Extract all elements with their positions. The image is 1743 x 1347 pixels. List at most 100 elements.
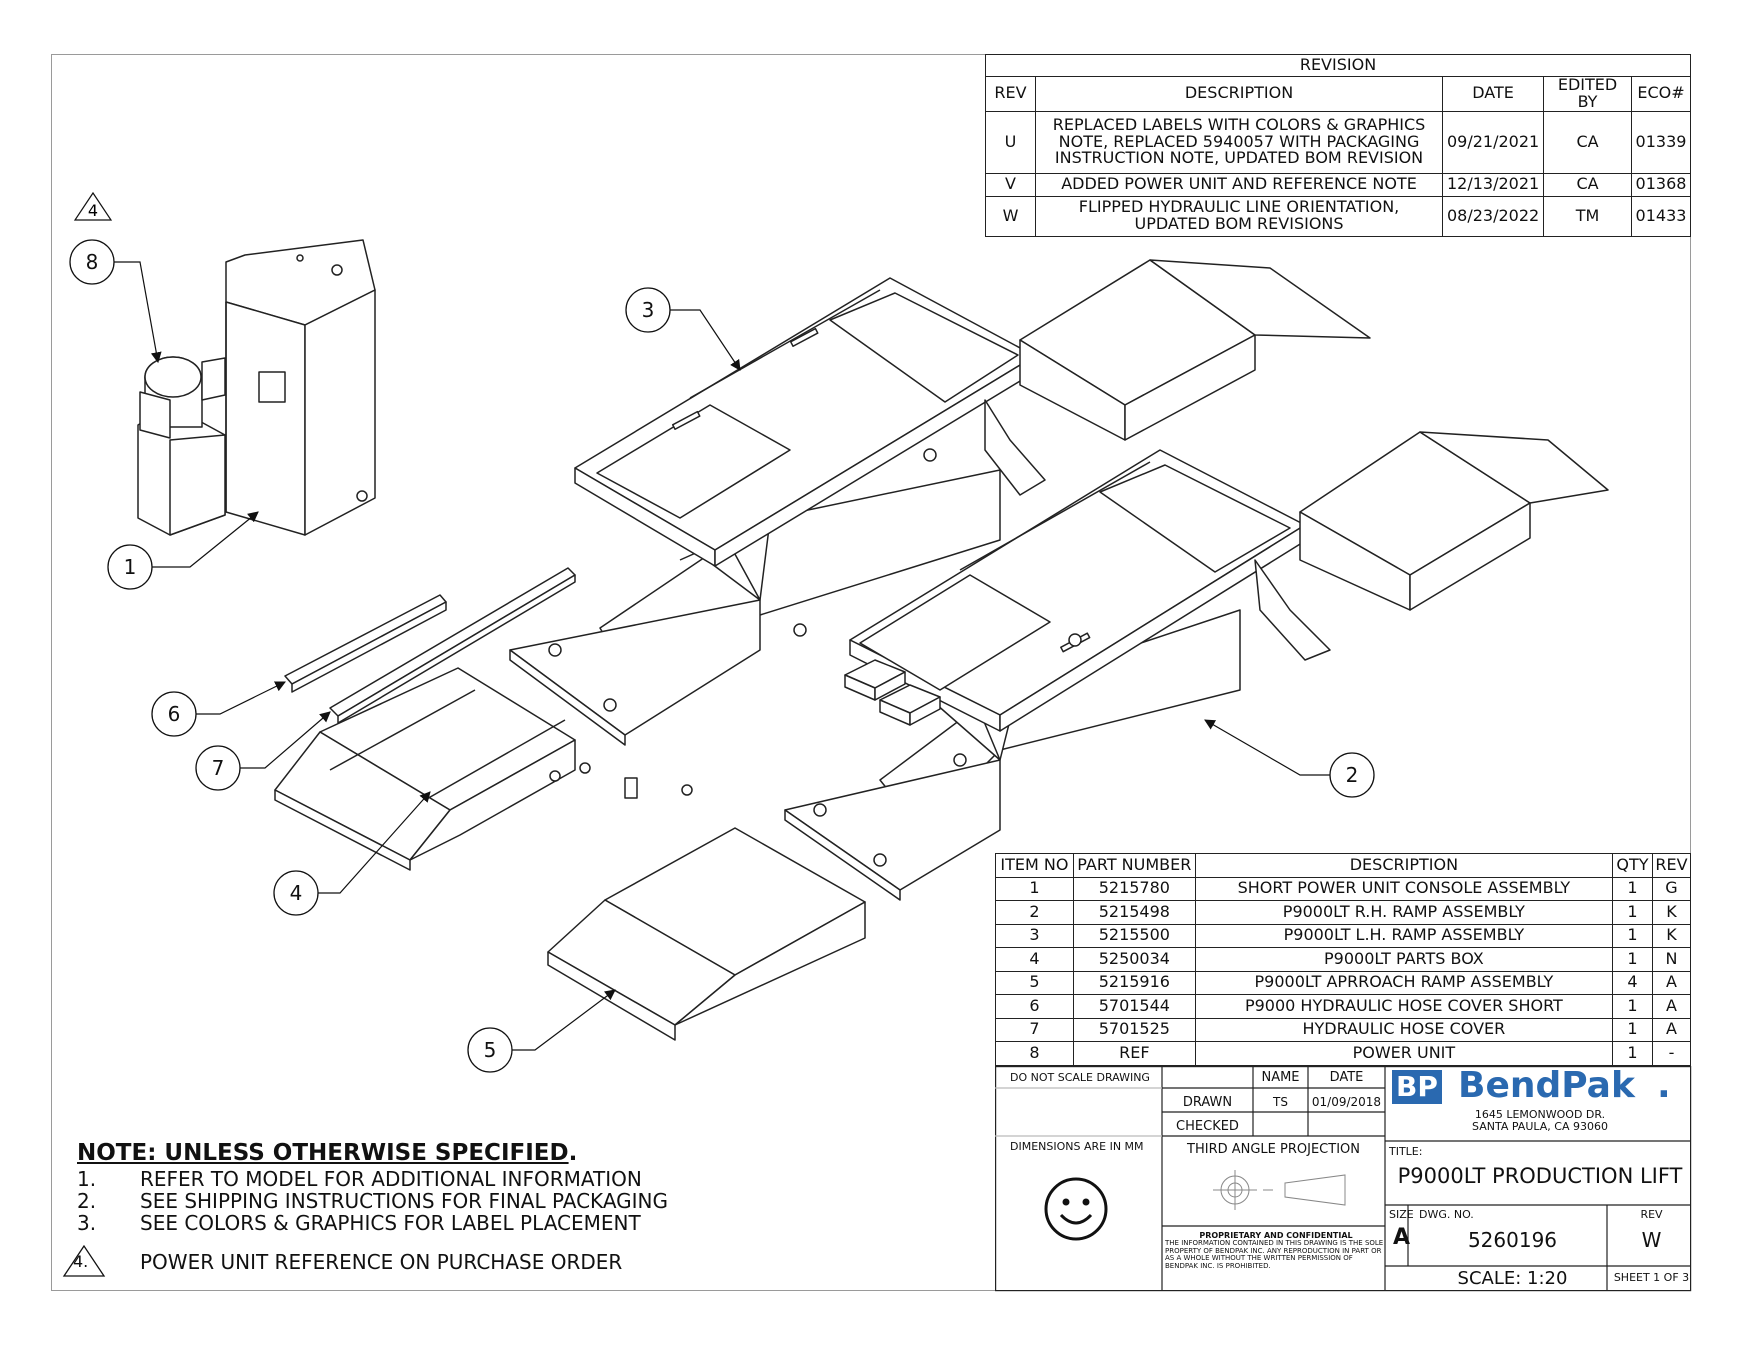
bill-of-materials-table: ITEM NO PART NUMBER DESCRIPTION QTY REV … [995,853,1692,1066]
revision-flag-triangle [73,191,113,221]
revision-edited-by: CA [1543,110,1632,174]
bom-item: 2 [995,900,1074,925]
proprietary-text: THE INFORMATION CONTAINED IN THIS DRAWIN… [1165,1239,1384,1271]
note-number: 2. [77,1189,97,1213]
bom-description: HYDRAULIC HOSE COVER [1194,1017,1613,1042]
bom-qty: 1 [1611,876,1653,901]
bom-qty: 1 [1611,947,1653,972]
name-header: NAME [1261,1070,1300,1085]
bom-part: 5215916 [1072,970,1196,995]
balloon-3-label: 3 [642,298,655,322]
bom-rev: N [1651,947,1692,972]
date-header: DATE [1329,1070,1364,1085]
leader-1 [152,511,259,568]
bom-description: P9000LT L.H. RAMP ASSEMBLY [1194,923,1613,948]
balloon-1-label: 1 [124,555,137,579]
revision-table: REVISION REV DESCRIPTION DATE EDITED BY … [985,54,1692,237]
bom-description: P9000LT PARTS BOX [1194,947,1613,972]
bom-part: 5215500 [1072,923,1196,948]
lh-ramp-assembly [509,277,1046,746]
revision-row: V ADDED POWER UNIT AND REFERENCE NOTE 12… [985,172,1692,197]
eco-col-header: ECO# [1630,76,1692,112]
bom-description: P9000LT APRROACH RAMP ASSEMBLY [1194,970,1613,995]
title-block-grid [995,1066,1692,1292]
logo-name: BendPak [1458,1065,1635,1106]
bom-item: 8 [995,1041,1074,1066]
revision-date: 09/21/2021 [1442,110,1545,174]
revision-date: 08/23/2022 [1442,195,1545,237]
drawn-date: 01/09/2018 [1311,1095,1382,1109]
bom-part: 5215498 [1072,900,1196,925]
note-number: 4. [73,1252,89,1271]
dimensions-note: DIMENSIONS ARE IN MM [1010,1140,1144,1153]
hose-covers [284,567,576,724]
bom-description: P9000 HYDRAULIC HOSE COVER SHORT [1194,994,1613,1019]
bom-qty: 1 [1611,923,1653,948]
bom-qty: 1 [1611,994,1653,1019]
revision-rev: V [985,172,1036,197]
balloon-7 [195,745,241,791]
do-not-scale-label: DO NOT SCALE DRAWING [1010,1071,1150,1084]
bom-item: 5 [995,970,1074,995]
balloon-2 [1329,752,1375,798]
logo-mark: BP [1392,1070,1442,1104]
note-text: SEE COLORS & GRAPHICS FOR LABEL PLACEMEN… [140,1211,641,1235]
note-flag-triangle-icon [62,1244,106,1277]
balloon-4 [273,870,319,916]
proprietary-title: PROPRIETARY AND CONFIDENTIAL [1199,1231,1353,1240]
balloon-8-label: 8 [86,250,99,274]
bom-part: 5701525 [1072,1017,1196,1042]
bom-part: 5215780 [1072,876,1196,901]
revision-edited-by: TM [1543,195,1632,237]
part-number-col-header: PART NUMBER [1072,853,1196,878]
logo-dot: . [1657,1065,1671,1106]
drawing-title: P9000LT PRODUCTION LIFT [1397,1164,1683,1188]
balloon-4-label: 4 [290,881,303,905]
scale-value: SCALE: 1:20 [1457,1268,1568,1289]
balloon-5 [467,1027,513,1073]
bom-item: 6 [995,994,1074,1019]
note-number: 1. [77,1167,97,1191]
parts-box [274,667,693,871]
revision-eco: 01368 [1630,172,1692,197]
revision-title: REVISION [985,54,1691,77]
bom-description: P9000LT R.H. RAMP ASSEMBLY [1194,900,1613,925]
dwg-no-label: DWG. NO. [1419,1208,1474,1221]
notes-heading-wrap: NOTE: UNLESS OTHERWISE SPECIFIED. [77,1140,577,1166]
bom-item: 7 [995,1017,1074,1042]
revision-rev: W [985,195,1036,237]
bom-qty: 1 [1611,900,1653,925]
title-label: TITLE: [1389,1145,1423,1158]
bom-description: POWER UNIT [1194,1041,1613,1066]
leader-4 [318,791,431,894]
bom-qty: 1 [1611,1041,1653,1066]
notes-heading-period: . [568,1140,578,1166]
rh-approach-ramp [1299,431,1609,611]
bom-item: 3 [995,923,1074,948]
power-unit-console [225,239,376,536]
revision-rev: U [985,110,1036,174]
item-no-col-header: ITEM NO [995,853,1074,878]
sheet-value: SHEET 1 OF 3 [1613,1271,1690,1284]
revision-date: 12/13/2021 [1442,172,1545,197]
checked-label: CHECKED [1176,1119,1239,1134]
description-col-header: DESCRIPTION [1034,76,1444,112]
drawn-label: DRAWN [1182,1095,1233,1110]
date-col-header: DATE [1442,76,1545,112]
bom-rev: G [1651,876,1692,901]
bom-rev-col-header: REV [1651,853,1692,878]
bom-rev: K [1651,923,1692,948]
drawing-sheet-border [51,54,1691,1291]
bom-qty: 1 [1611,1017,1653,1042]
balloon-7-label: 7 [212,756,225,780]
bom-rev: K [1651,900,1692,925]
projection-label: THIRD ANGLE PROJECTION [1187,1142,1360,1157]
bom-rev: A [1651,994,1692,1019]
qty-col-header: QTY [1611,853,1653,878]
revision-description: ADDED POWER UNIT AND REFERENCE NOTE [1034,172,1444,197]
